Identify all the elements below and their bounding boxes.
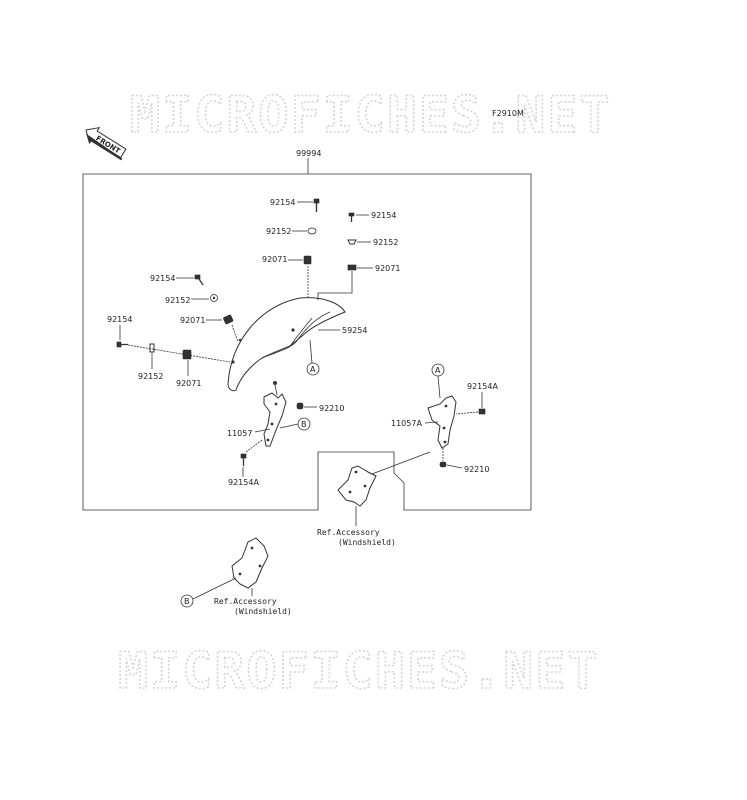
callout-59254: 59254	[342, 326, 367, 335]
grommet-right	[347, 264, 357, 271]
marker-a-left	[306, 362, 320, 376]
callout-92154-mid: 92154	[150, 274, 175, 283]
callout-92152-top: 92152	[266, 227, 291, 236]
grommet-left	[182, 349, 192, 360]
svg-text:A: A	[310, 365, 316, 374]
windshield-label-lower: (Windshield)	[234, 607, 292, 616]
figure-code: F2910M	[492, 109, 524, 118]
grommet-top	[303, 255, 312, 265]
bolt-left	[116, 341, 128, 348]
bracket-right	[427, 395, 457, 449]
callout-92210-left: 92210	[319, 404, 344, 413]
marker-b-lower	[180, 594, 194, 608]
bolt-mid	[194, 274, 204, 286]
washer-right	[347, 239, 357, 245]
ref-accessory-bracket-lower	[231, 537, 269, 589]
callout-92152-left: 92152	[138, 372, 163, 381]
callout-92071-top: 92071	[262, 255, 287, 264]
ref-accessory-label-lower: Ref.Accessory	[214, 597, 277, 606]
nut-left	[296, 402, 304, 410]
ref-accessory-bracket-center	[337, 465, 377, 507]
bracket-left	[263, 392, 287, 447]
washer-left	[149, 343, 155, 353]
bolt-lower-left	[240, 453, 247, 466]
callout-11057A: 11057A	[391, 419, 422, 428]
svg-text:A: A	[435, 366, 441, 375]
washer-top	[307, 227, 317, 235]
callout-11057: 11057	[227, 429, 252, 438]
watermark-bottom: MICROFICHES.NET	[118, 642, 600, 700]
front-arrow-icon: FRONT	[85, 126, 127, 161]
bolt-right-lower	[478, 408, 486, 415]
bolt-right	[348, 212, 355, 222]
grommet-mid	[223, 314, 234, 325]
svg-text:B: B	[184, 597, 190, 606]
callout-92154A-right: 92154A	[467, 382, 498, 391]
assembly-number: 99994	[296, 149, 321, 158]
callout-92071-right: 92071	[375, 264, 400, 273]
svg-text:92152: 92152	[373, 238, 398, 247]
callout-92071-left: 92071	[176, 379, 201, 388]
assembly-outline	[82, 173, 532, 511]
windshield-label-center: (Windshield)	[338, 538, 396, 547]
callout-92154-right: 92154	[371, 211, 396, 220]
callout-92071-mid: 92071	[180, 316, 205, 325]
ref-accessory-label-center: Ref.Accessory	[317, 528, 380, 537]
bolt-top	[313, 198, 320, 212]
nut-right	[439, 461, 447, 468]
windshield-part	[227, 297, 346, 392]
callout-92152-mid: 92152	[165, 296, 190, 305]
svg-text:B: B	[301, 420, 307, 429]
watermark-top: MICROFICHES.NET	[130, 86, 612, 144]
callout-92154-left: 92154	[107, 315, 132, 324]
callout-92154A-left: 92154A	[228, 478, 259, 487]
callout-92210-right: 92210	[464, 465, 489, 474]
callout-92154-top: 92154	[270, 198, 295, 207]
